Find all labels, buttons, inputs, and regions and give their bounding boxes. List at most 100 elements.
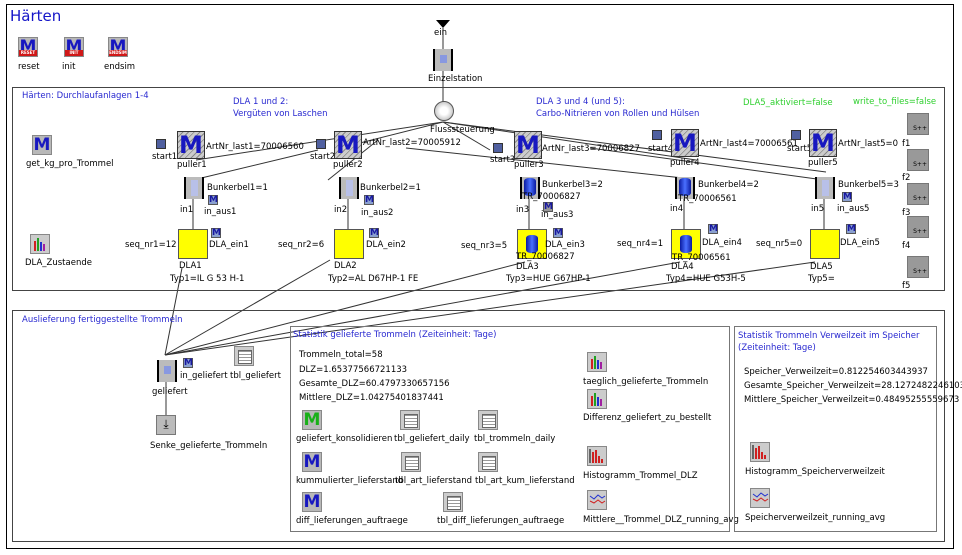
- stats-storage-title-2: (Zeiteinheit: Tage): [738, 343, 816, 353]
- bunker4-icon[interactable]: [675, 177, 695, 199]
- puller3-icon[interactable]: M: [514, 131, 542, 159]
- puller5-label: puller5: [808, 158, 838, 168]
- file-f2-label: f2: [902, 173, 911, 183]
- running-avg-dlz-icon[interactable]: [587, 490, 607, 510]
- endsim-band: ENDSIM: [109, 50, 127, 56]
- chart-diff-label: Differenz_geliefert_zu_bestellt: [583, 413, 712, 423]
- einzelstation-icon[interactable]: [433, 49, 453, 71]
- in-aus3-method-icon[interactable]: M: [543, 202, 553, 212]
- tbl-art-lieferstand-icon[interactable]: [401, 452, 421, 472]
- file-f4-icon[interactable]: S++: [907, 216, 929, 238]
- source-arrow: [436, 20, 450, 28]
- dla-ein3-method-icon[interactable]: M: [553, 228, 563, 238]
- start4-icon[interactable]: [652, 130, 662, 140]
- dla5-activated-flag[interactable]: DLA5_aktiviert=false: [743, 98, 833, 108]
- connector: [442, 121, 697, 161]
- diff-method-icon[interactable]: M: [302, 492, 322, 512]
- puller5-icon[interactable]: M: [809, 129, 837, 157]
- konsolidieren-label: geliefert_konsolidieren: [296, 434, 393, 444]
- puller4-label: puller4: [670, 158, 700, 168]
- tbl-diff-icon[interactable]: [443, 492, 463, 512]
- dla3-station[interactable]: [517, 229, 547, 259]
- konsolidieren-method-icon[interactable]: M: [302, 410, 322, 430]
- start5-icon[interactable]: [791, 130, 801, 140]
- dla-states-chart-icon[interactable]: [30, 234, 50, 254]
- reset-band: RESET: [19, 50, 37, 56]
- dla1-station[interactable]: [178, 229, 208, 259]
- bunker2-icon[interactable]: [339, 177, 359, 199]
- init-band: INIT: [65, 50, 83, 56]
- geliefert-station-icon[interactable]: [157, 360, 177, 382]
- connector: [164, 261, 526, 356]
- connector: [192, 149, 319, 181]
- file-f3-label: f3: [902, 208, 911, 218]
- tbl-art-lieferstand-label: tbl_art_lieferstand: [395, 476, 473, 486]
- get-kg-method-icon[interactable]: M: [32, 135, 52, 155]
- running-avg-dlz-label: Mittlere__Trommel_DLZ_running_avg: [583, 515, 739, 525]
- tbl-geliefert-icon[interactable]: [234, 346, 254, 366]
- tbl-geliefert-daily-icon[interactable]: [400, 410, 420, 430]
- tbl-trommeln-daily-icon[interactable]: [478, 410, 498, 430]
- dlz-value: DLZ=1.65377566721133: [299, 365, 408, 375]
- delivery-section-title: Auslieferung fertiggestellte Trommeln: [22, 315, 183, 325]
- start1-label: start1: [152, 152, 178, 162]
- dla-ein2-label: DLA_ein2: [366, 240, 406, 250]
- dla4-station[interactable]: [671, 229, 701, 259]
- tbl-art-kum-icon[interactable]: [478, 452, 498, 472]
- puller4-icon[interactable]: M: [671, 129, 699, 157]
- chart-diff-icon[interactable]: [587, 389, 607, 409]
- in-geliefert-method-icon[interactable]: M: [183, 358, 193, 368]
- dla2-station[interactable]: [334, 229, 364, 259]
- histogram-storage-icon[interactable]: [750, 442, 770, 462]
- file-f2-icon[interactable]: S++: [907, 149, 929, 171]
- start1-icon[interactable]: [156, 139, 166, 149]
- tbl-art-kum-label: tbl_art_kum_lieferstand: [475, 476, 575, 486]
- connector: [164, 267, 183, 356]
- kummuliert-method-icon[interactable]: M: [302, 452, 322, 472]
- dla-ein1-label: DLA_ein1: [209, 240, 249, 250]
- histogram-dlz-icon[interactable]: [587, 446, 607, 466]
- dla-ein5-method-icon[interactable]: M: [846, 224, 856, 234]
- chart-daily-label: taeglich_gelieferte_Trommeln: [583, 377, 709, 387]
- init-label: init: [62, 62, 76, 72]
- file-f5-icon[interactable]: S++: [907, 256, 929, 278]
- bunker1-icon[interactable]: [184, 177, 204, 199]
- dla-ein2-method-icon[interactable]: M: [369, 228, 379, 238]
- puller1-icon[interactable]: M: [177, 131, 205, 159]
- bunker3-content: TR_70006827: [522, 192, 581, 202]
- in2-label: in2: [334, 205, 348, 215]
- bunker5-icon[interactable]: [815, 177, 835, 199]
- dla-ein4-method-icon[interactable]: M: [708, 224, 718, 234]
- speicher-verweilzeit: Speicher_Verweilzeit=0.812254603443937: [744, 367, 928, 377]
- running-avg-storage-icon[interactable]: [750, 488, 770, 508]
- flow-control-icon[interactable]: [434, 101, 454, 121]
- file-f3-icon[interactable]: S++: [907, 183, 929, 205]
- get-kg-label: get_kg_pro_Trommel: [26, 159, 114, 169]
- sink-icon[interactable]: ⤓: [156, 415, 176, 435]
- write-to-files-flag[interactable]: write_to_files=false: [853, 97, 937, 107]
- file-f1-icon[interactable]: S++: [907, 113, 929, 135]
- in-aus5-method-icon[interactable]: M: [842, 192, 852, 202]
- in-aus3-label: in_aus3: [541, 210, 574, 220]
- dla3-label: DLA3: [516, 262, 539, 272]
- start2-icon[interactable]: [316, 139, 326, 149]
- dla-ein1-method-icon[interactable]: M: [211, 228, 221, 238]
- dla5-station[interactable]: [810, 229, 840, 259]
- in-aus1-label: in_aus1: [204, 207, 237, 217]
- dla345-heading-2: Carbo-Nitrieren von Rollen und Hülsen: [536, 109, 700, 119]
- in-aus2-method-icon[interactable]: M: [364, 195, 374, 205]
- artnr-last2: ArtNr_last2=70005912: [363, 138, 461, 148]
- artnr-last4: ArtNr_last4=70006561: [700, 139, 798, 149]
- dla2-label: DLA2: [334, 261, 357, 271]
- start3-icon[interactable]: [493, 143, 503, 153]
- puller2-icon[interactable]: M: [334, 131, 362, 159]
- in1-label: in1: [180, 205, 194, 215]
- in-geliefert-label: in_geliefert: [180, 371, 228, 381]
- chart-daily-icon[interactable]: [587, 352, 607, 372]
- in-aus1-method-icon[interactable]: M: [208, 195, 218, 205]
- bunker5-label: Bunkerbel5=3: [838, 180, 899, 190]
- bunker3-icon[interactable]: [520, 177, 540, 199]
